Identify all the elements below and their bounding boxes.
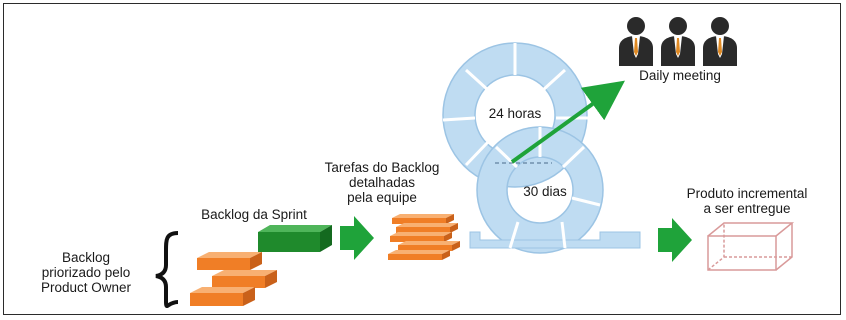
incremental-product-label: Produto incremental a ser entregue: [686, 186, 808, 216]
sprint-backlog-label: Backlog da Sprint: [201, 207, 307, 222]
product-backlog-blocks: [190, 252, 277, 306]
backlog-block: [212, 270, 277, 288]
brace-icon: [155, 231, 179, 308]
person-icon: [703, 17, 737, 66]
diagram-frame: [3, 3, 841, 315]
person-icon: [619, 17, 653, 66]
arrow-up-right-icon: [510, 80, 625, 164]
backlog-block: [190, 287, 255, 306]
sprint-cycle-label: 30 dias: [523, 184, 567, 199]
arrow-right-icon: [340, 216, 374, 260]
task-stack: [388, 214, 460, 260]
product-backlog-label: Backlog priorizado pelo Product Owner: [40, 250, 132, 295]
sprint-backlog-box: [258, 225, 332, 252]
detailed-tasks-label: Tarefas do Backlog detalhadas pela equip…: [324, 160, 440, 205]
person-icon: [661, 17, 695, 66]
daily-cycle-label: 24 horas: [488, 106, 542, 121]
backlog-block: [197, 252, 262, 270]
arrow-right-icon: [658, 218, 692, 262]
product-box: [707, 222, 795, 271]
daily-meeting-label: Daily meeting: [639, 68, 721, 83]
daily-meeting-people: [619, 17, 737, 66]
